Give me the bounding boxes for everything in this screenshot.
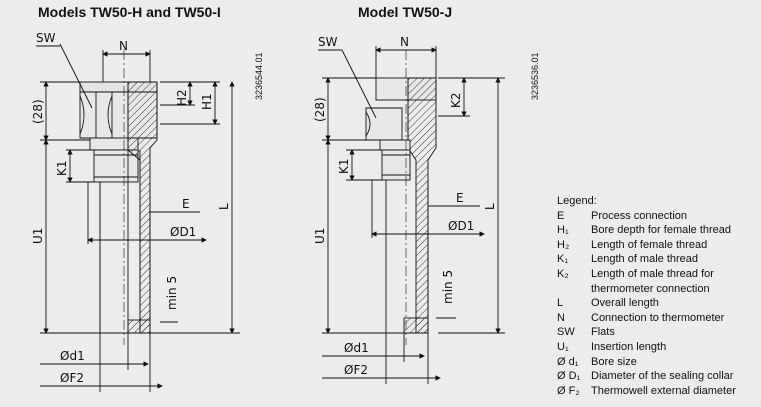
legend-text: Overall length (591, 297, 659, 310)
legend-item: E Process connection (557, 209, 751, 224)
legend-item: Ø F₂ Thermowell external diameter (557, 384, 751, 399)
label-28-left: (28) (31, 99, 45, 124)
label-d1-lower-left: Ød1 (60, 349, 85, 363)
label-k2-right: K2 (449, 92, 463, 108)
legend-item: N Connection to thermometer (557, 311, 751, 326)
legend-symbol: H₂ (557, 238, 570, 251)
legend-symbol: SW (557, 326, 575, 339)
label-k1-right: K1 (337, 158, 351, 174)
title-models-tw50-h-i: Models TW50-H and TW50-I (38, 4, 221, 20)
legend-symbol: N (557, 311, 565, 324)
legend-symbol: K₂ (557, 267, 569, 280)
label-sw-right: SW (318, 35, 338, 49)
legend-symbol: Ø d₁ (557, 355, 579, 368)
legend-text: Length of male thread for thermometer co… (591, 267, 714, 295)
legend-item: SW Flats (557, 325, 751, 340)
label-e-left: E (182, 197, 190, 211)
legend-text: Bore depth for female thread (591, 224, 732, 237)
legend-symbol: H₁ (557, 224, 569, 237)
title-model-tw50-j: Model TW50-J (358, 4, 453, 20)
legend-item: K₁ Length of male thread (557, 252, 751, 267)
legend-symbol: Ø D₁ (557, 370, 581, 383)
label-min5-right: min 5 (441, 270, 455, 304)
drawing-tw50-h-i (36, 43, 240, 392)
legend-symbol: Ø F₂ (557, 384, 580, 397)
label-d1-lower-right: Ød1 (344, 341, 369, 355)
legend-symbol: K₁ (557, 253, 569, 266)
legend-text: Length of female thread (591, 238, 708, 251)
legend-item: U₁ Insertion length (557, 340, 751, 355)
legend-symbol: L (557, 297, 564, 310)
label-u1-right: U1 (313, 228, 327, 244)
label-f2-right: ØF2 (344, 363, 368, 377)
legend-text: Flats (591, 326, 615, 339)
label-k1-left: K1 (55, 160, 69, 176)
label-d1-upper-right: ØD1 (448, 219, 474, 233)
legend-item: L Overall length (557, 296, 751, 311)
legend: Legend: E Process connection H₁ Bore depth… (557, 194, 751, 398)
legend-text: Bore size (591, 355, 637, 368)
label-h2-left: H2 (175, 89, 189, 106)
legend-item: H₁ Bore depth for female thread (557, 223, 751, 238)
label-n-right: N (400, 35, 409, 49)
label-sw-left: SW (36, 31, 56, 45)
label-h1-left: H1 (200, 93, 214, 110)
legend-text: Process connection (591, 209, 687, 222)
label-n-left: N (119, 39, 128, 53)
label-l-right: L (483, 203, 497, 210)
label-min5-left: min 5 (165, 276, 179, 310)
legend-item: K₂ Length of male thread for thermometer … (557, 267, 751, 296)
legend-text: Connection to thermometer (591, 311, 725, 324)
drawing-tw50-j (318, 46, 505, 384)
legend-item: H₂ Length of female thread (557, 238, 751, 253)
label-e-right: E (456, 191, 464, 205)
label-f2-left: ØF2 (60, 371, 84, 385)
legend-heading: Legend: (557, 195, 597, 207)
label-d1-upper-left: ØD1 (170, 225, 196, 239)
label-28-right: (28) (313, 97, 327, 122)
label-u1-left: U1 (31, 228, 45, 244)
legend-text: Insertion length (591, 340, 667, 353)
legend-text: Thermowell external diameter (591, 384, 736, 397)
legend-item: Ø d₁ Bore size (557, 355, 751, 370)
legend-item: Ø D₁ Diameter of the sealing collar (557, 369, 751, 384)
legend-text: Diameter of the sealing collar (591, 370, 734, 383)
legend-symbol: U₁ (557, 340, 569, 353)
label-l-left: L (217, 203, 231, 210)
legend-symbol: E (557, 209, 565, 222)
legend-text: Length of male thread (591, 253, 699, 266)
